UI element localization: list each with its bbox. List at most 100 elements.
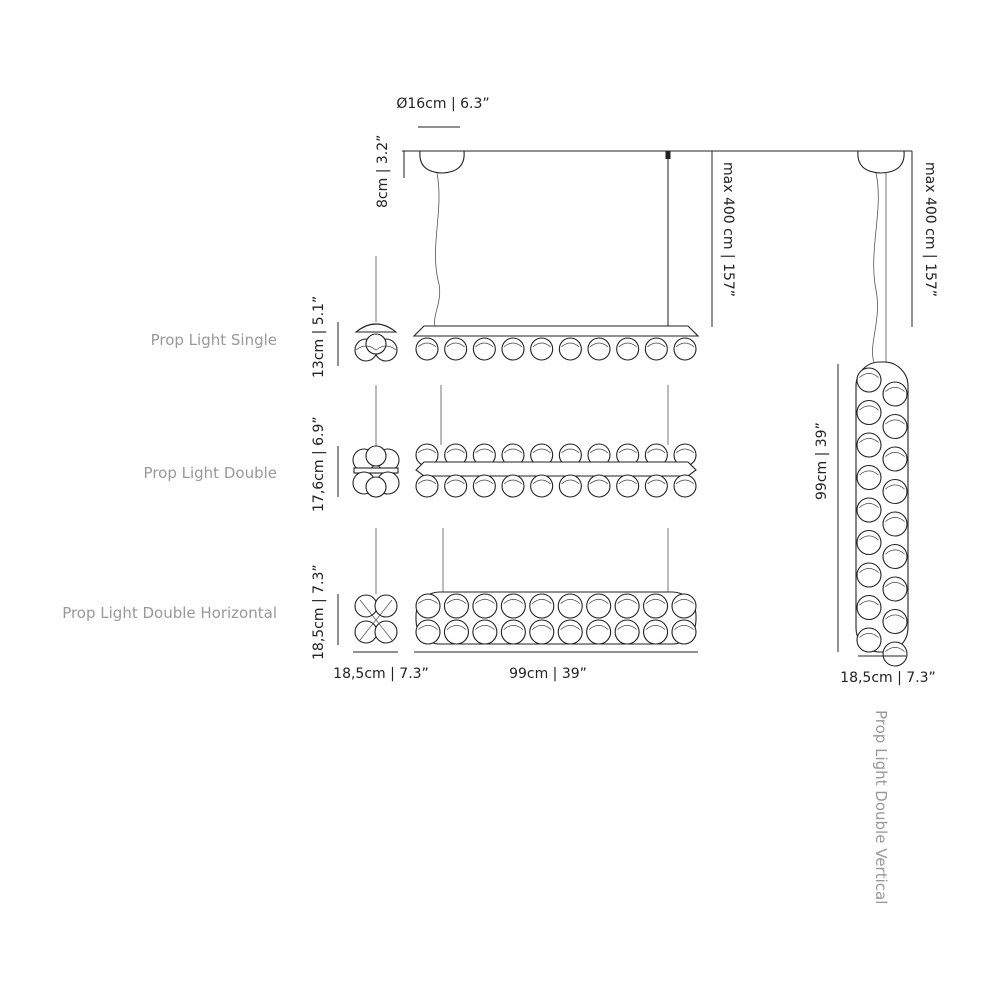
globe-highlight — [589, 479, 609, 485]
dim-canopy-diameter: Ø16cm | 6.3” — [396, 96, 489, 112]
cable-clamp — [665, 151, 671, 159]
globe-highlight — [647, 342, 666, 348]
globe-highlight — [647, 448, 666, 454]
glass-globe — [882, 446, 908, 472]
label-prop-light-double-horizontal: Prop Light Double Horizontal — [62, 604, 277, 622]
globe-highlight — [617, 599, 637, 604]
cable-left-wavy — [434, 172, 441, 327]
dim-double-height: 17,6cm | 6.9” — [311, 416, 327, 512]
glass-globe — [882, 608, 908, 635]
globe-highlight — [560, 625, 581, 630]
globe-highlight — [417, 342, 437, 348]
globe-highlight — [885, 452, 905, 457]
glass-globe — [530, 337, 554, 361]
globe-highlight — [588, 625, 609, 630]
glass-globe — [415, 593, 441, 619]
globe-highlight — [446, 342, 465, 348]
label-prop-light-double: Prop Light Double — [144, 464, 277, 482]
globe-highlight — [618, 342, 637, 348]
globe-highlight — [618, 448, 637, 454]
dim-max-length-right: max 400 cm | 157” — [922, 162, 938, 297]
globe-highlight — [446, 625, 467, 630]
globe-highlight — [859, 373, 879, 378]
globe-highlight — [503, 625, 524, 630]
glass-globe — [671, 619, 697, 645]
globe-highlight — [859, 470, 879, 476]
glass-globe — [882, 413, 908, 440]
glass-globe — [443, 619, 469, 645]
globe-highlight — [617, 625, 637, 630]
globe-highlight — [674, 599, 694, 604]
side-view-horizontal — [354, 594, 398, 644]
glass-globe — [616, 337, 640, 361]
globe-highlight — [417, 448, 437, 454]
glass-globe — [444, 337, 468, 361]
glass-globe — [557, 619, 583, 645]
globe-highlight — [589, 342, 609, 348]
glass-globe — [882, 576, 908, 602]
globe-highlight — [885, 647, 905, 652]
globe-highlight — [885, 387, 905, 392]
glass-globe — [415, 619, 441, 645]
globe-highlight — [647, 479, 666, 485]
globe-highlight — [859, 438, 879, 443]
glass-globe — [856, 497, 882, 523]
side-view-double — [352, 445, 400, 498]
glass-globe — [472, 474, 496, 498]
globe-highlight — [475, 599, 495, 604]
glass-globe — [882, 511, 908, 537]
dim-horizontal-height: 18,5cm | 7.3” — [311, 564, 327, 660]
globe-highlight — [859, 600, 879, 606]
single-fixture-globes — [415, 337, 697, 361]
globe-highlight — [859, 568, 879, 573]
glass-globe — [643, 619, 669, 645]
double-fixture-bar — [415, 461, 697, 477]
globe-highlight — [859, 405, 879, 411]
globe-highlight — [532, 342, 551, 348]
glass-globe — [856, 562, 882, 588]
glass-globe — [472, 337, 496, 361]
globe-highlight — [418, 625, 438, 630]
glass-globe — [500, 619, 526, 645]
globe-highlight — [531, 599, 552, 604]
glass-globe — [614, 619, 640, 645]
glass-globe — [587, 474, 611, 498]
globe-highlight — [618, 479, 637, 485]
globe-highlight — [675, 479, 695, 485]
globe-highlight — [531, 625, 552, 630]
dim-max-length-left: max 400 cm | 157” — [720, 162, 736, 297]
glass-globe — [616, 474, 640, 498]
glass-globe — [856, 399, 882, 426]
glass-globe — [587, 337, 611, 361]
globe-highlight — [885, 484, 905, 490]
glass-globe — [415, 474, 439, 498]
glass-globe — [472, 619, 498, 645]
glass-globe — [882, 641, 908, 667]
dim-canopy-height: 8cm | 3.2” — [375, 135, 391, 208]
glass-globe — [529, 619, 555, 645]
globe-highlight — [446, 479, 465, 485]
globe-highlight — [532, 479, 551, 485]
glass-globe — [856, 594, 882, 621]
globe-highlight — [645, 599, 666, 604]
globe-highlight — [859, 633, 879, 638]
glass-globe — [501, 474, 525, 498]
horizontal-fixture-globes — [415, 593, 697, 645]
globe-highlight — [475, 448, 494, 454]
glass-globe — [673, 474, 697, 498]
glass-globe — [530, 474, 554, 498]
globe-highlight — [588, 599, 609, 604]
glass-globe — [644, 337, 668, 361]
canopy-left — [419, 150, 465, 174]
double-fixture-top-globes — [415, 443, 697, 467]
globe-highlight — [885, 419, 905, 425]
glass-globe — [501, 337, 525, 361]
globe-highlight — [674, 625, 694, 630]
globe-highlight — [503, 342, 523, 348]
glass-globe — [882, 478, 908, 505]
globe-highlight — [503, 599, 524, 604]
globe-highlight — [885, 582, 905, 587]
globe-highlight — [885, 549, 905, 555]
glass-globe — [856, 529, 882, 556]
